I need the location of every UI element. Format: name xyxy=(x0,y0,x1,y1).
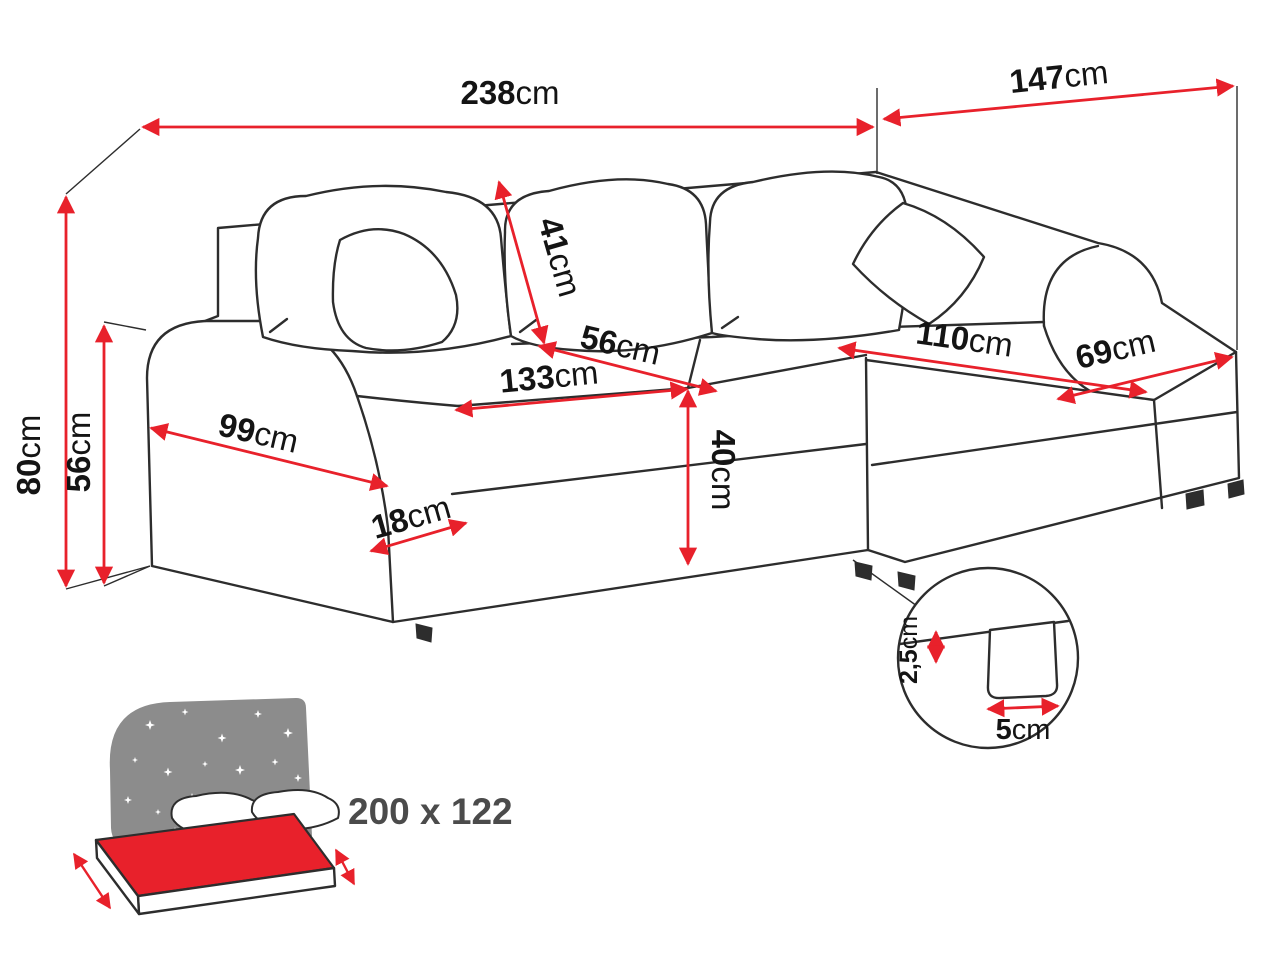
dim-seat-height-label: 40cm xyxy=(705,430,742,511)
chaise-face-seam xyxy=(870,410,1239,467)
front-face-seam xyxy=(450,442,868,496)
sofa-foot xyxy=(415,623,433,643)
guide-arm-top xyxy=(103,321,147,331)
dim-seat-depth: 56cm xyxy=(537,318,718,396)
bed-icon: 200 x 122 xyxy=(73,698,513,916)
dim-depth-total-line xyxy=(882,78,1235,127)
dim-chaise-width-line xyxy=(1056,351,1234,405)
dim-chaise-width-label: 69cm xyxy=(1072,322,1159,376)
dim-arm-width-line xyxy=(369,518,468,556)
dim-depth-total-label: 147cm xyxy=(1008,53,1110,100)
left-armrest-inner-edge xyxy=(355,394,460,408)
dim-leg-height-line xyxy=(986,697,1060,718)
dim-arm-length-line xyxy=(149,423,389,491)
dim-width-total: 238cm xyxy=(141,74,875,137)
dim-chaise-length-label: 110cm xyxy=(914,314,1015,364)
sofa-foot xyxy=(1185,489,1205,510)
pillow-crease xyxy=(268,317,289,334)
dim-leg-inset-label: 2,5cm xyxy=(895,616,923,684)
dim-seat-height: 40cm xyxy=(678,389,742,566)
dimensions: 238cm 147cm 80cm 56cm 41cm 56cm 133cm xyxy=(10,53,1235,588)
leg-detail-callout: 2,5cm 5cm xyxy=(852,559,1080,750)
dim-width-total-label: 238cm xyxy=(460,74,559,111)
dim-seat-width: 133cm xyxy=(454,353,689,418)
dim-arm-height: 56cm xyxy=(60,324,114,585)
dim-height-total: 80cm xyxy=(10,195,76,588)
dim-leg-height: 5cm xyxy=(986,697,1060,746)
dim-chaise-width: 69cm xyxy=(1056,322,1234,405)
dim-backrest-height-line xyxy=(494,180,549,345)
dim-depth-total: 147cm xyxy=(882,53,1235,127)
chaise-outer-vertical xyxy=(1152,398,1164,510)
dim-backrest-height-label: 41cm xyxy=(531,213,589,301)
dim-backrest-height: 41cm xyxy=(494,180,589,345)
dim-arm-height-label: 56cm xyxy=(60,412,97,493)
dim-seat-width-label: 133cm xyxy=(498,353,600,399)
sofa-foot xyxy=(854,561,873,581)
dim-height-total-label: 80cm xyxy=(10,415,47,496)
callout-leg xyxy=(986,620,1059,700)
dim-leg-inset: 2,5cm xyxy=(895,616,946,684)
bed-arrow-right xyxy=(334,848,356,886)
accent-pillow-left xyxy=(331,228,459,352)
accent-pillow-right xyxy=(851,201,986,326)
sofa-foot xyxy=(897,571,916,591)
bed-arrow-left xyxy=(73,852,111,910)
callout-connector-line xyxy=(852,559,918,607)
sleeping-area-label: 200 x 122 xyxy=(348,791,513,832)
dim-seat-depth-label: 56cm xyxy=(577,318,664,372)
pillow-crease xyxy=(720,315,740,330)
right-armrest-inner xyxy=(1042,244,1100,328)
guide-bottom-left xyxy=(65,565,151,590)
guide-top-left xyxy=(65,128,141,195)
dim-leg-height-label: 5cm xyxy=(996,714,1051,746)
extension-lines xyxy=(65,86,1238,590)
sofa-line-art xyxy=(145,170,1245,643)
sofa-foot xyxy=(1227,479,1245,499)
dim-seat-width-line xyxy=(454,381,689,418)
dim-chaise-length: 110cm xyxy=(837,314,1148,399)
